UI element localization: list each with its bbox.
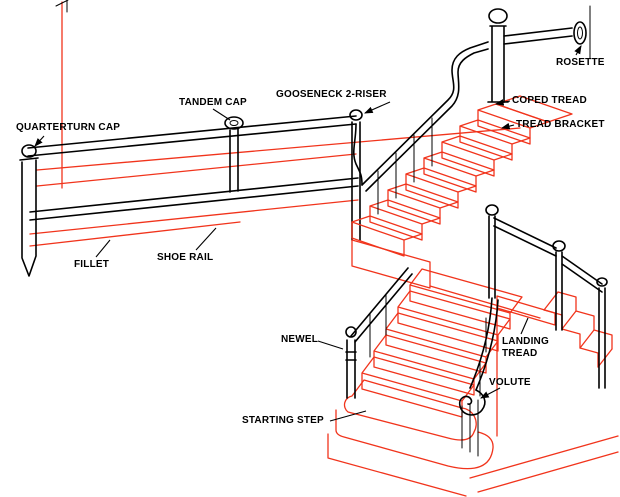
stair-handrails [345,5,608,457]
newel-shape [345,267,413,399]
right-rail [485,204,608,389]
label-quarterturn-cap: QUARTERTURN CAP [16,122,121,133]
balcony-railing [19,109,363,277]
shoe-rail-shape [29,177,359,221]
upper-flight-steps [351,95,573,257]
leader-lines [34,45,582,422]
label-coped-tread: COPED TREAD [512,95,587,106]
label-fillet: FILLET [74,259,110,270]
quarterturn-cap-shape [19,144,39,277]
label-landing-tread: LANDING TREAD [502,336,549,359]
label-tandem-cap: TANDEM CAP [179,97,247,108]
label-tread-bracket: TREAD BRACKET [516,119,605,130]
volute-shape [458,297,499,457]
landing [351,239,556,437]
floor-lines [29,0,521,247]
label-rosette: ROSETTE [556,57,605,68]
label-newel: NEWEL [281,334,319,345]
label-starting-step: STARTING STEP [242,415,324,426]
label-shoe-rail: SHOE RAIL [157,252,214,263]
gooseneck-shape [349,109,363,241]
starting-step-shape [327,379,619,497]
rosette-shape [573,5,591,59]
lower-flight-steps [361,268,523,418]
label-volute: VOLUTE [489,377,531,388]
label-gooseneck-2riser: GOOSENECK 2-RISER [276,89,387,100]
tandem-cap-shape [224,116,244,193]
top-newel-shape [487,8,509,103]
